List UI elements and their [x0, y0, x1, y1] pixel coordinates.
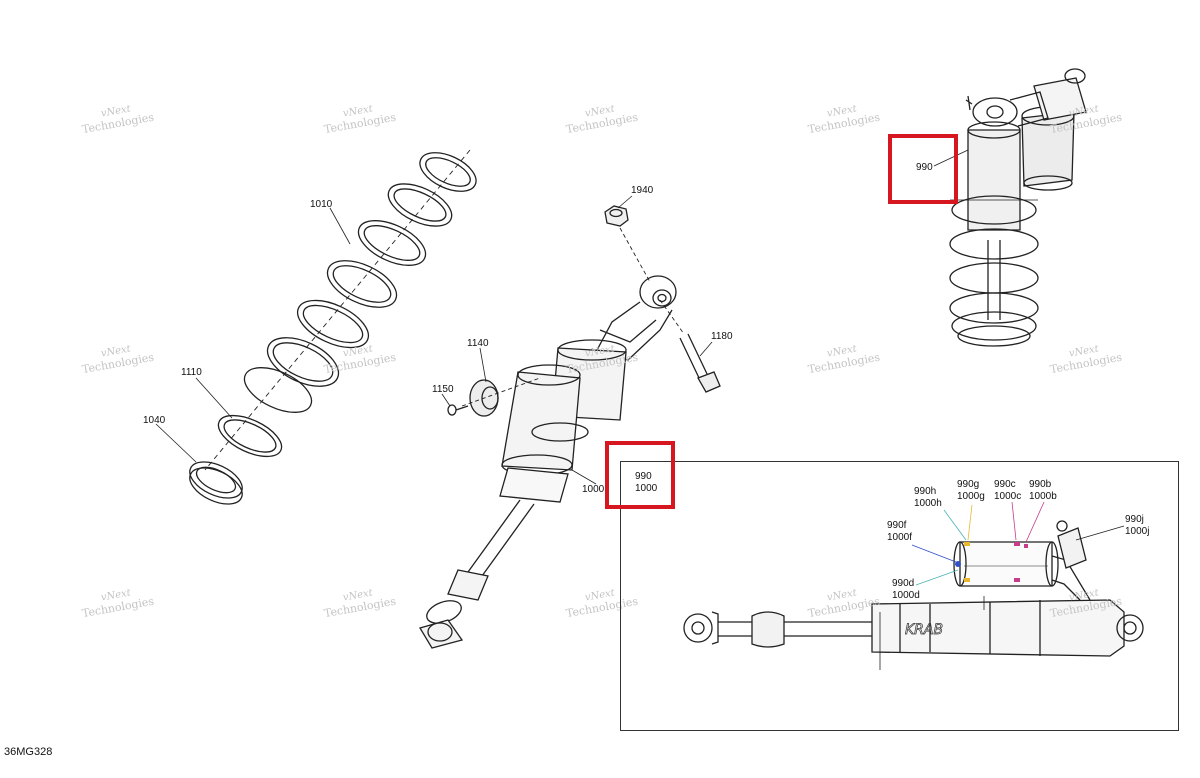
- callout-990-top[interactable]: 990: [916, 162, 933, 173]
- callout-1150[interactable]: 1150: [432, 384, 454, 395]
- callout-1180[interactable]: 1180: [711, 331, 733, 342]
- screw-1150: [447, 404, 469, 416]
- diagram-code: 36MG328: [4, 746, 53, 758]
- hotspot-label-990: 990: [635, 471, 652, 482]
- callout-990d-1000d[interactable]: 990d 1000d: [892, 578, 920, 601]
- shock-assembly-1000: [419, 275, 677, 649]
- callout-990g-1000g[interactable]: 990g 1000g: [957, 479, 985, 502]
- washer-1110: [217, 414, 283, 458]
- callout-990c-1000c[interactable]: 990c 1000c: [994, 479, 1022, 502]
- spring-1010: [243, 152, 477, 413]
- detail-inset-frame: [620, 461, 1179, 731]
- callout-1140[interactable]: 1140: [467, 338, 489, 349]
- ring-1040: [189, 461, 243, 505]
- hotspot-990[interactable]: [888, 134, 958, 204]
- callout-1040[interactable]: 1040: [143, 415, 166, 426]
- inset-side-view: KRAB: [683, 520, 1144, 670]
- svg-text:KRAB: KRAB: [905, 622, 943, 638]
- callout-990h-1000h[interactable]: 990h 1000h: [914, 486, 942, 509]
- callout-990b-1000b[interactable]: 990b 1000b: [1029, 479, 1057, 502]
- hotspot-label-1000: 1000: [635, 483, 658, 494]
- hotspot-990-1000[interactable]: 990 1000: [605, 441, 675, 509]
- callout-990j-1000j[interactable]: 990j 1000j: [1125, 514, 1150, 537]
- callout-1940[interactable]: 1940: [631, 185, 654, 196]
- callout-1110[interactable]: 1110: [181, 367, 202, 378]
- callout-1010[interactable]: 1010: [310, 199, 333, 210]
- assembled-shock-view: [949, 68, 1087, 347]
- callout-990f-1000f[interactable]: 990f 1000f: [887, 520, 913, 543]
- callout-1000[interactable]: 1000: [582, 484, 605, 495]
- bolt-1180: [679, 333, 721, 393]
- nut-1940: [604, 205, 629, 227]
